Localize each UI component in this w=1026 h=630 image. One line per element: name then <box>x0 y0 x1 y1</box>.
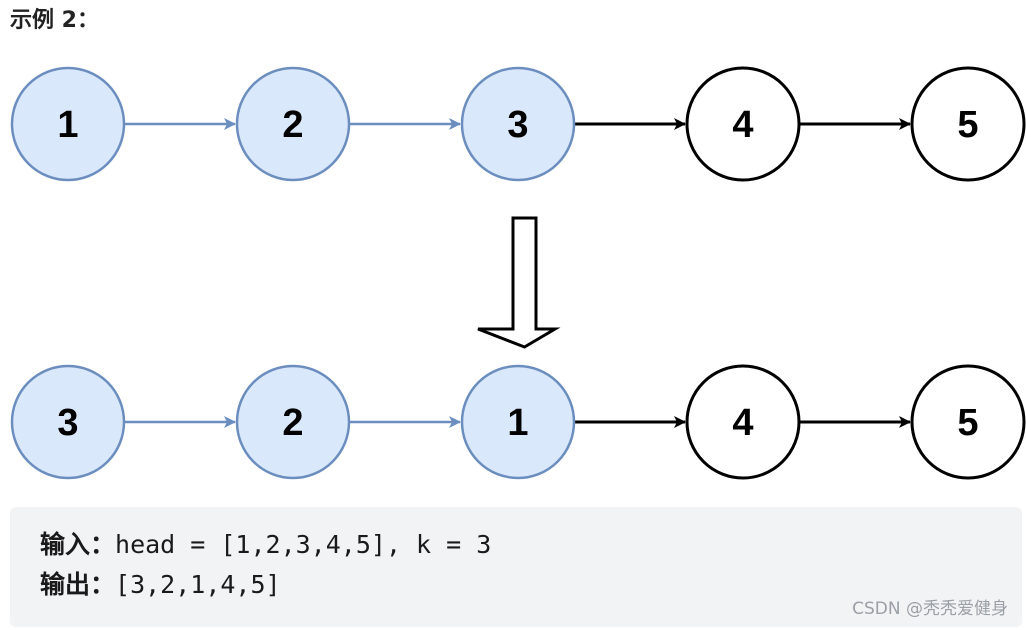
before-node-circle <box>910 66 1026 182</box>
output-label: 输出： <box>40 570 116 599</box>
before-node-4: 4 <box>685 66 801 182</box>
linked-list-diagram: 1 2 3 4 5 3 2 1 4 5 <box>10 66 1026 480</box>
before-node-5: 5 <box>910 66 1026 182</box>
example-title: 示例 2： <box>10 8 99 33</box>
before-node-1: 1 <box>10 66 126 182</box>
watermark: CSDN @秃秃爱健身 <box>852 599 1008 619</box>
transform-arrow-icon <box>477 216 561 349</box>
after-node-circle <box>235 364 351 480</box>
after-list: 3 2 1 4 5 <box>10 364 1026 480</box>
before-node-label: 5 <box>957 104 978 146</box>
after-node-2: 2 <box>235 364 351 480</box>
before-node-3: 3 <box>460 66 576 182</box>
before-node-label: 2 <box>282 104 303 146</box>
after-node-circle <box>460 364 576 480</box>
after-node-label: 2 <box>282 402 303 444</box>
output-line: 输出：[3,2,1,4,5] <box>40 569 281 601</box>
input-line: 输入：head = [1,2,3,4,5], k = 3 <box>40 529 491 561</box>
after-node-circle <box>10 364 126 480</box>
input-value: head = [1,2,3,4,5], k = 3 <box>115 530 492 559</box>
after-node-label: 3 <box>57 402 78 444</box>
output-value: [3,2,1,4,5] <box>115 570 281 599</box>
after-node-5: 5 <box>910 364 1026 480</box>
after-node-label: 1 <box>507 402 528 444</box>
before-node-label: 3 <box>507 104 528 146</box>
before-node-circle <box>460 66 576 182</box>
input-label: 输入： <box>40 530 116 559</box>
before-node-label: 4 <box>732 104 753 146</box>
after-node-3: 1 <box>460 364 576 480</box>
after-node-1: 3 <box>10 364 126 480</box>
before-node-2: 2 <box>235 66 351 182</box>
example-code-block: 输入：head = [1,2,3,4,5], k = 3 输出：[3,2,1,4… <box>10 507 1022 627</box>
after-node-label: 5 <box>957 402 978 444</box>
before-node-circle <box>10 66 126 182</box>
before-node-circle <box>685 66 801 182</box>
after-node-label: 4 <box>732 402 753 444</box>
after-node-circle <box>685 364 801 480</box>
after-node-circle <box>910 364 1026 480</box>
before-node-circle <box>235 66 351 182</box>
before-node-label: 1 <box>57 104 78 146</box>
after-node-4: 4 <box>685 364 801 480</box>
before-list: 1 2 3 4 5 <box>10 66 1026 182</box>
